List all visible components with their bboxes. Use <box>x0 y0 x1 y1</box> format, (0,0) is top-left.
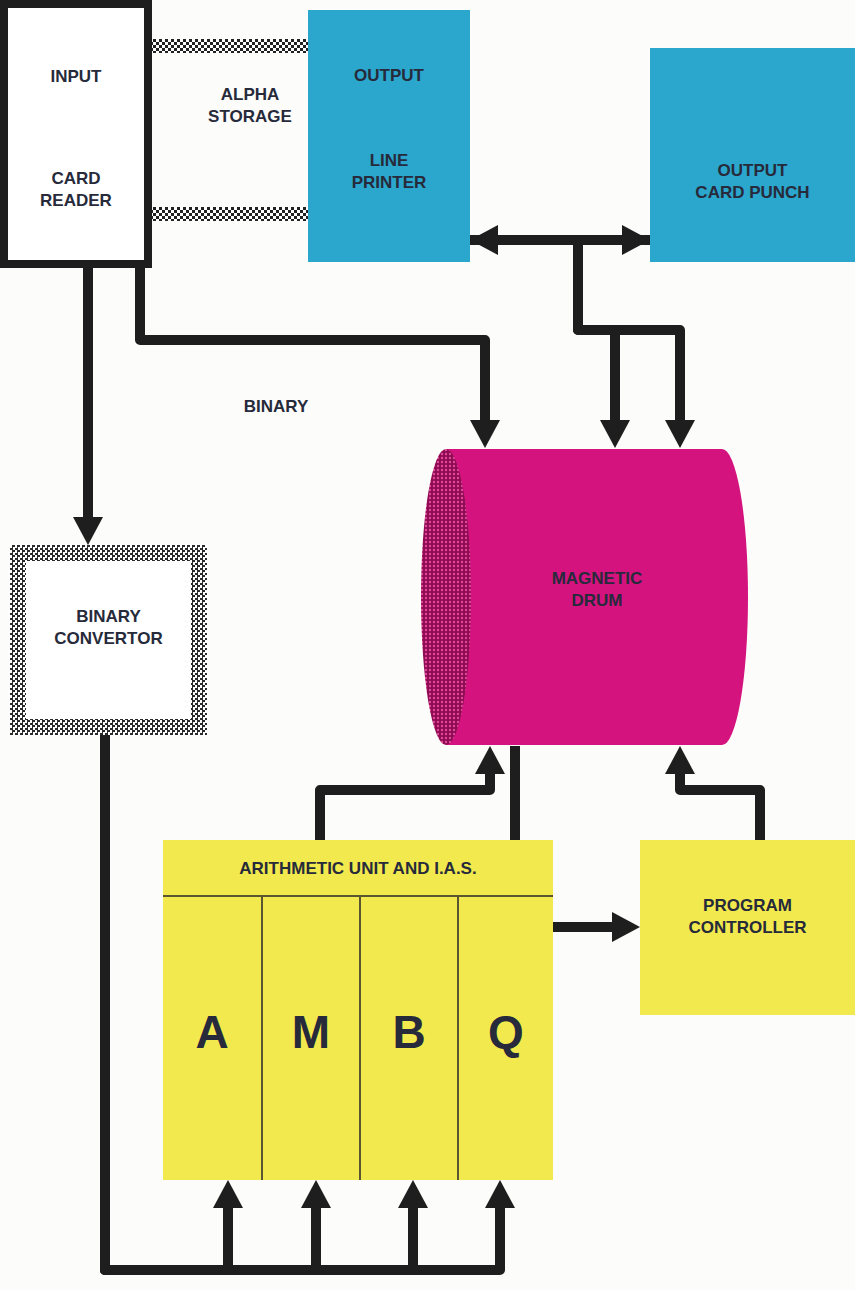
register-cell: A <box>163 895 261 1180</box>
storage-band <box>152 46 308 47</box>
register-cell: Q <box>457 895 553 1180</box>
drum-end <box>421 449 471 745</box>
connector-line <box>105 735 500 1270</box>
arrow-head <box>665 420 695 448</box>
connector-arrow <box>105 735 428 1270</box>
register-cell: M <box>261 895 359 1180</box>
node-text: PROGRAM CONTROLLER <box>685 895 810 939</box>
connector-line <box>105 735 228 1270</box>
connector-line <box>470 240 615 426</box>
output-box: OUTPUT LINE PRINTER <box>308 10 470 262</box>
connector-arrow <box>470 240 630 448</box>
edge-label: BINARY <box>226 396 326 418</box>
connector-arrow <box>105 735 515 1270</box>
node-text: OUTPUT <box>329 65 449 87</box>
drum-body <box>446 449 748 745</box>
convertor-box: BINARY CONVERTOR <box>10 545 207 735</box>
arrow-head <box>213 1180 243 1208</box>
connector-line <box>105 735 316 1270</box>
connector-line <box>152 39 308 53</box>
arrow-head <box>600 420 630 448</box>
connector-line <box>510 746 520 840</box>
arrow-head <box>485 1180 515 1208</box>
node-text: LINE PRINTER <box>349 150 429 194</box>
node-text: B <box>364 1007 454 1058</box>
connector-arrow <box>515 746 516 840</box>
connector-arrow <box>73 268 103 545</box>
connector-line <box>140 268 485 426</box>
storage-band <box>152 214 308 215</box>
node-text: ARITHMETIC UNIT AND I.A.S. <box>168 858 548 880</box>
node-text: Q <box>461 1007 551 1058</box>
output-box: OUTPUT CARD PUNCH <box>650 48 855 262</box>
arrow-head <box>398 1180 428 1208</box>
node-text: INPUT <box>26 66 126 88</box>
arrow-head <box>475 746 505 774</box>
connector-arrow <box>105 735 331 1270</box>
connector-line <box>553 922 618 932</box>
connector-arrow <box>578 240 695 448</box>
connector-arrow <box>320 746 505 840</box>
arrow-head <box>665 746 695 774</box>
connector-line <box>578 240 680 426</box>
arithmetic-unit: ARITHMETIC UNIT AND I.A.S. AMBQ <box>163 840 553 1180</box>
connector-arrow <box>665 746 760 840</box>
arrow-head <box>622 225 650 255</box>
connector-arrow <box>553 912 640 942</box>
connector-arrow <box>140 268 500 448</box>
connector-arrow <box>105 735 243 1270</box>
node-text: OUTPUT CARD PUNCH <box>693 160 812 204</box>
arrow-head <box>470 225 498 255</box>
controller-box: PROGRAM CONTROLLER <box>640 840 855 1015</box>
node-text: BINARY CONVERTOR <box>51 606 166 650</box>
node-text: CARD READER <box>36 168 116 212</box>
arrow-head <box>470 420 500 448</box>
arrow-head <box>612 912 640 942</box>
connector-line <box>320 768 490 840</box>
connector-arrow <box>470 225 650 255</box>
connector-line <box>492 235 628 245</box>
storage-label: ALPHA STORAGE <box>200 84 300 128</box>
node-text: A <box>167 1007 257 1058</box>
magnetic-drum: MAGNETIC DRUM <box>420 448 750 746</box>
connector-line <box>83 268 93 523</box>
arrow-head <box>73 517 103 545</box>
register-cell: B <box>359 895 457 1180</box>
connector-line <box>152 207 308 221</box>
connector-line <box>105 735 413 1270</box>
connector-line <box>680 768 760 840</box>
arrow-head <box>301 1180 331 1208</box>
input-box: INPUT CARD READER <box>0 0 152 268</box>
node-text: M <box>266 1007 356 1058</box>
node-text: MAGNETIC DRUM <box>537 568 657 612</box>
